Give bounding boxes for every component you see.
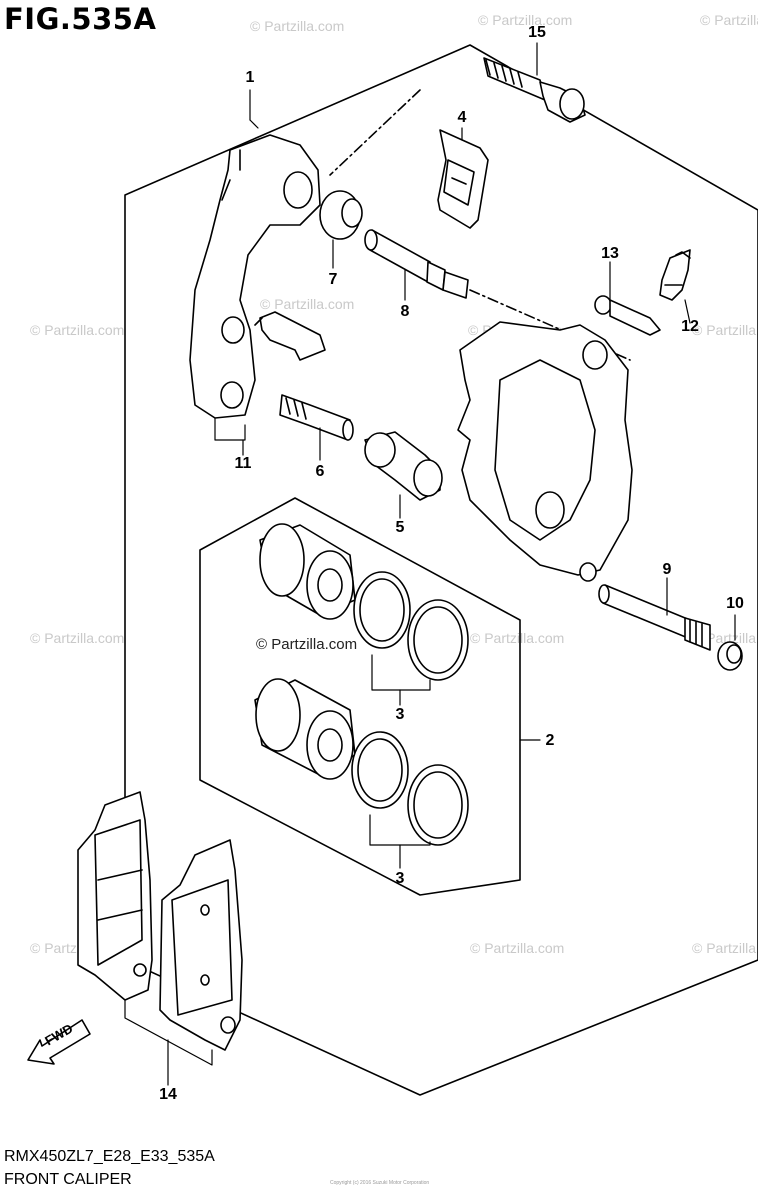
- pin-part-8: [364, 229, 469, 299]
- callout-3-upper: 3: [395, 706, 405, 723]
- watermark: © Partzilla.com: [470, 940, 565, 956]
- callout-7: 7: [328, 271, 338, 288]
- boot-part-7: [319, 190, 363, 240]
- watermark: © Partzilla.com: [700, 12, 758, 28]
- callout-13: 13: [601, 245, 619, 262]
- callout-9: 9: [662, 561, 672, 578]
- cap-part-13: [594, 295, 661, 336]
- watermark: © Partzilla.com: [30, 322, 125, 338]
- seal-rings-upper: [353, 571, 469, 681]
- callout-2: 2: [545, 732, 555, 749]
- fwd-arrow-icon: [27, 1019, 91, 1065]
- caliper-body: [457, 321, 633, 582]
- figure-title: FIG.535A: [4, 2, 157, 36]
- seal-kit-outline: [199, 497, 521, 896]
- callout-4: 4: [457, 109, 467, 126]
- pin-part-6: [279, 394, 354, 441]
- callout-6: 6: [315, 463, 325, 480]
- alignment-line: [329, 89, 421, 176]
- callout-8: 8: [400, 303, 410, 320]
- caliper-bracket-part-1: [189, 134, 321, 419]
- brake-pad-right: [159, 839, 243, 1051]
- callout-14: 14: [159, 1086, 177, 1103]
- piston-lower: [254, 678, 356, 780]
- figure-caption: FRONT CALIPER: [4, 1171, 132, 1188]
- callout-3-lower: 3: [395, 870, 405, 887]
- callout-15: 15: [528, 24, 546, 41]
- center-watermark: © Partzilla.com: [256, 636, 358, 653]
- callout-12: 12: [681, 318, 699, 335]
- seal-rings-lower: [351, 731, 469, 846]
- bolt-part-15: [483, 57, 586, 123]
- bleeder-part-12: [659, 249, 691, 301]
- piston-upper: [259, 523, 356, 620]
- figure-code: RMX450ZL7_E28_E33_535A: [4, 1148, 215, 1165]
- watermark: © Partzilla.com: [30, 630, 125, 646]
- callout-10: 10: [726, 595, 744, 612]
- callout-11: 11: [234, 455, 252, 472]
- watermark: © Partzilla.com: [250, 18, 345, 34]
- clip-part-11: [254, 311, 326, 361]
- pin-part-9: [598, 584, 711, 651]
- cap-part-10: [717, 641, 743, 671]
- watermark: © Partzilla.com: [260, 296, 355, 312]
- watermark: © Partzilla.com: [692, 322, 758, 338]
- watermark: © Partzilla.com: [478, 12, 573, 28]
- watermark: © Partzilla.com: [692, 940, 758, 956]
- brake-pad-left: [77, 791, 153, 1001]
- watermark: © Partzilla.com: [470, 630, 565, 646]
- callout-5: 5: [395, 519, 405, 536]
- callout-1: 1: [245, 69, 255, 86]
- boot-part-5: [364, 431, 443, 501]
- leader-lines: [124, 42, 736, 1086]
- pad-spring-part-4: [437, 129, 489, 229]
- copyright-note: Copyright (c) 2016 Suzuki Motor Corporat…: [330, 1180, 430, 1186]
